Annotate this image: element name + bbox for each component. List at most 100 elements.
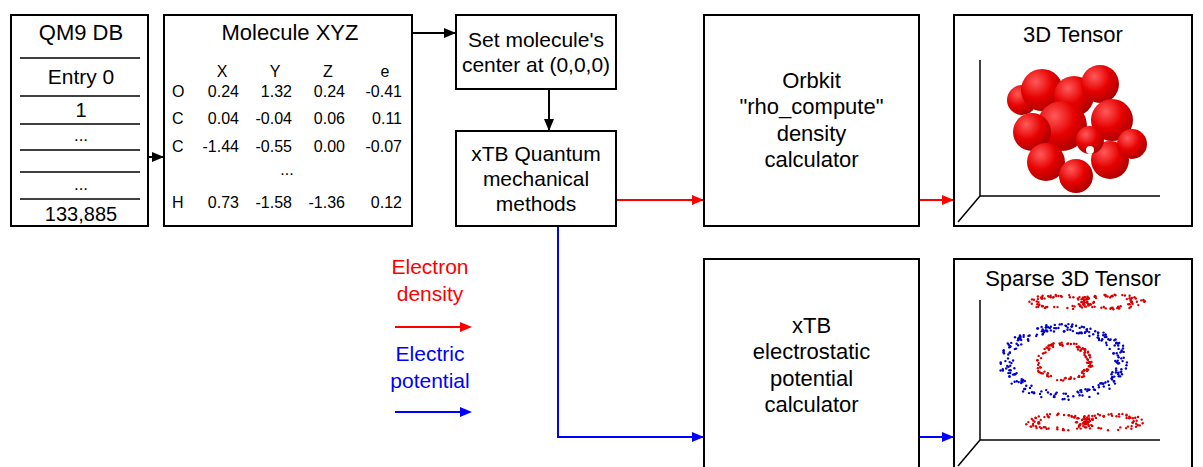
potential-point bbox=[1088, 335, 1090, 337]
potential-point bbox=[1009, 352, 1011, 354]
potential-point bbox=[1117, 360, 1119, 362]
potential-point bbox=[1089, 354, 1091, 356]
potential-point bbox=[1085, 426, 1087, 428]
potential-point bbox=[1110, 373, 1112, 375]
potential-point bbox=[1119, 426, 1121, 428]
potential-point bbox=[1120, 368, 1122, 370]
potential-point bbox=[1128, 295, 1130, 297]
potential-point bbox=[1134, 417, 1136, 419]
potential-point bbox=[1116, 352, 1118, 354]
potential-point bbox=[1084, 296, 1086, 298]
box-text: C bbox=[172, 138, 184, 156]
potential-point bbox=[1036, 327, 1038, 329]
potential-point bbox=[1125, 427, 1127, 429]
potential-point bbox=[1088, 365, 1090, 367]
potential-point bbox=[1048, 416, 1050, 418]
potential-point bbox=[1079, 423, 1081, 425]
potential-point bbox=[1047, 375, 1049, 377]
potential-point bbox=[1038, 355, 1040, 357]
potential-point bbox=[1083, 369, 1085, 371]
flow-arrow bbox=[149, 156, 163, 158]
box-text: e bbox=[381, 63, 390, 81]
potential-point bbox=[1022, 390, 1024, 392]
potential-point bbox=[1105, 307, 1107, 309]
potential-point bbox=[1104, 294, 1106, 296]
potential-point bbox=[1050, 329, 1052, 331]
box-text: -1.44 bbox=[203, 138, 239, 156]
potential-point bbox=[1035, 306, 1037, 308]
flow-arrow bbox=[413, 32, 455, 34]
potential-point bbox=[1008, 369, 1010, 371]
potential-point bbox=[1057, 413, 1059, 415]
potential-point bbox=[1041, 305, 1043, 307]
potential-point bbox=[1017, 337, 1019, 339]
potential-point bbox=[1087, 304, 1089, 306]
potential-point bbox=[1037, 370, 1039, 372]
potential-point bbox=[1109, 338, 1111, 340]
potential-point bbox=[1103, 415, 1105, 417]
potential-point bbox=[1043, 370, 1045, 372]
potential-point bbox=[1117, 348, 1119, 350]
potential-point bbox=[1108, 388, 1110, 390]
potential-point bbox=[1077, 417, 1079, 419]
potential-point bbox=[1058, 342, 1060, 344]
potential-point bbox=[1063, 330, 1065, 332]
potential-point bbox=[1000, 363, 1002, 365]
potential-point bbox=[1115, 415, 1117, 417]
potential-point bbox=[1078, 376, 1080, 378]
legend-arrowhead bbox=[460, 407, 472, 417]
potential-point bbox=[1021, 378, 1023, 380]
potential-point bbox=[1037, 301, 1039, 303]
potential-point bbox=[1087, 421, 1089, 423]
potential-point bbox=[1136, 301, 1138, 303]
potential-point bbox=[1022, 336, 1024, 338]
potential-point bbox=[1037, 298, 1039, 300]
potential-point bbox=[1024, 380, 1026, 382]
potential-point bbox=[1121, 294, 1123, 296]
potential-point bbox=[1045, 346, 1047, 348]
potential-point bbox=[1057, 327, 1059, 329]
potential-point bbox=[1086, 390, 1088, 392]
potential-point bbox=[1052, 296, 1054, 298]
potential-point bbox=[1079, 349, 1081, 351]
potential-point bbox=[1015, 343, 1017, 345]
potential-point bbox=[1115, 369, 1117, 371]
potential-point bbox=[1117, 429, 1119, 431]
potential-point bbox=[1111, 371, 1113, 373]
potential-point bbox=[1105, 336, 1107, 338]
box-title: Sparse 3D Tensor bbox=[985, 266, 1161, 292]
potential-point bbox=[1044, 307, 1046, 309]
potential-point bbox=[1118, 413, 1120, 415]
potential-point bbox=[1104, 333, 1106, 335]
legend-line bbox=[395, 326, 462, 328]
potential-point bbox=[1092, 302, 1094, 304]
potential-point bbox=[1085, 356, 1087, 358]
potential-point bbox=[1076, 332, 1078, 334]
potential-point bbox=[1037, 367, 1039, 369]
flow-arrow bbox=[920, 199, 953, 201]
potential-point bbox=[1088, 417, 1090, 419]
potential-point bbox=[1087, 351, 1089, 353]
axes-3d bbox=[958, 300, 1160, 466]
potential-point bbox=[1097, 413, 1099, 415]
potential-point bbox=[1075, 325, 1077, 327]
box-text: -1.36 bbox=[309, 194, 345, 212]
potential-point bbox=[1052, 296, 1054, 298]
potential-point bbox=[1068, 414, 1070, 416]
potential-point bbox=[1043, 416, 1045, 418]
legend-arrowhead bbox=[460, 322, 472, 332]
output-box: 3D Tensor bbox=[953, 14, 1193, 227]
potential-point bbox=[1030, 385, 1032, 387]
potential-point bbox=[1091, 418, 1093, 420]
potential-point bbox=[1011, 382, 1013, 384]
potential-point bbox=[1081, 376, 1083, 378]
potential-point bbox=[1118, 415, 1120, 417]
box-text: H bbox=[172, 194, 184, 212]
potential-point bbox=[1083, 373, 1085, 375]
potential-point bbox=[1091, 425, 1093, 427]
potential-point bbox=[1098, 337, 1100, 339]
potential-point bbox=[1083, 326, 1085, 328]
box-text: Entry 0 bbox=[48, 65, 115, 89]
potential-point bbox=[1067, 323, 1069, 325]
potential-point bbox=[1095, 417, 1097, 419]
